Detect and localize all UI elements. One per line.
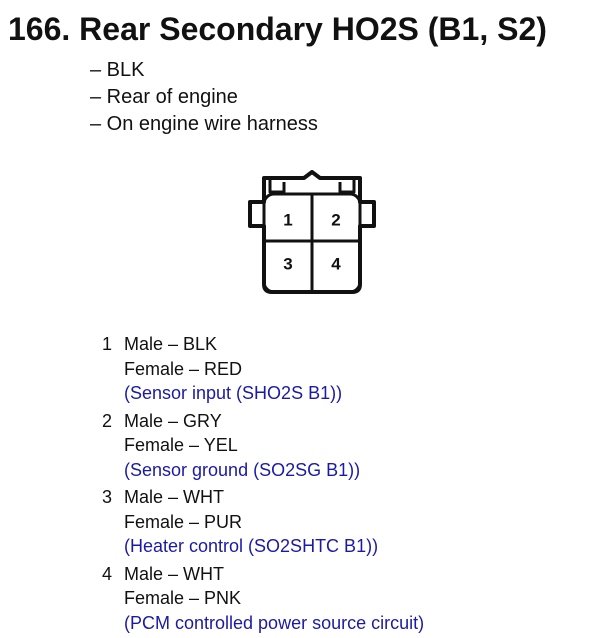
pin-female-color: Female – PNK (124, 588, 242, 608)
pin-number: 2 (102, 410, 113, 431)
pin-description: (Heater control (SO2SHTC B1)) (124, 536, 379, 556)
connector-harness-item: – On engine wire harness (90, 113, 318, 135)
pin-cell-1: 1 (283, 210, 292, 229)
connector-inner-frame (262, 180, 362, 294)
pin-number: 1 (102, 334, 113, 354)
pin-description: (PCM controlled power source circuit) (124, 612, 425, 633)
page-title: 166. Rear Secondary HO2S (B1, S2) (8, 11, 547, 47)
pin-male-color: Male – WHT (124, 487, 225, 507)
pin-number: 3 (102, 487, 113, 507)
pin-entry: 1 Male – BLK Female – RED (Sensor input … (102, 332, 424, 406)
pin-female-color: Female – PUR (124, 511, 243, 532)
pin-male-color: Male – WHT (124, 563, 225, 584)
pin-list: 1 Male – BLK Female – RED (Sensor input … (102, 332, 424, 638)
pin-entry: 3 Male – WHT Female – PUR (Heater contro… (102, 485, 424, 559)
pin-male-color: Male – GRY (124, 410, 222, 431)
pin-cell-4: 4 (331, 254, 341, 273)
pin-cell-3: 3 (283, 254, 292, 273)
connector-color-item: – BLK (90, 59, 145, 81)
pin-female-color: Female – YEL (124, 435, 238, 455)
pin-male-color: Male – BLK (124, 334, 218, 354)
connector-location-item: – Rear of engine (90, 86, 238, 108)
pin-number: 4 (102, 563, 113, 584)
connector-info-list: – BLK – Rear of engine – On engine wire … (90, 57, 318, 138)
connector-diagram: 1 2 3 4 (248, 170, 376, 294)
pin-description: (Sensor ground (SO2SG B1)) (124, 459, 361, 480)
pin-description: (Sensor input (SHO2S B1)) (124, 383, 343, 403)
pin-entry: 2 Male – GRY Female – YEL (Sensor ground… (102, 409, 424, 483)
pin-female-color: Female – RED (124, 358, 243, 379)
pin-cell-2: 2 (331, 210, 340, 229)
pin-entry: 4 Male – WHT Female – PNK (PCM controlle… (102, 562, 424, 636)
